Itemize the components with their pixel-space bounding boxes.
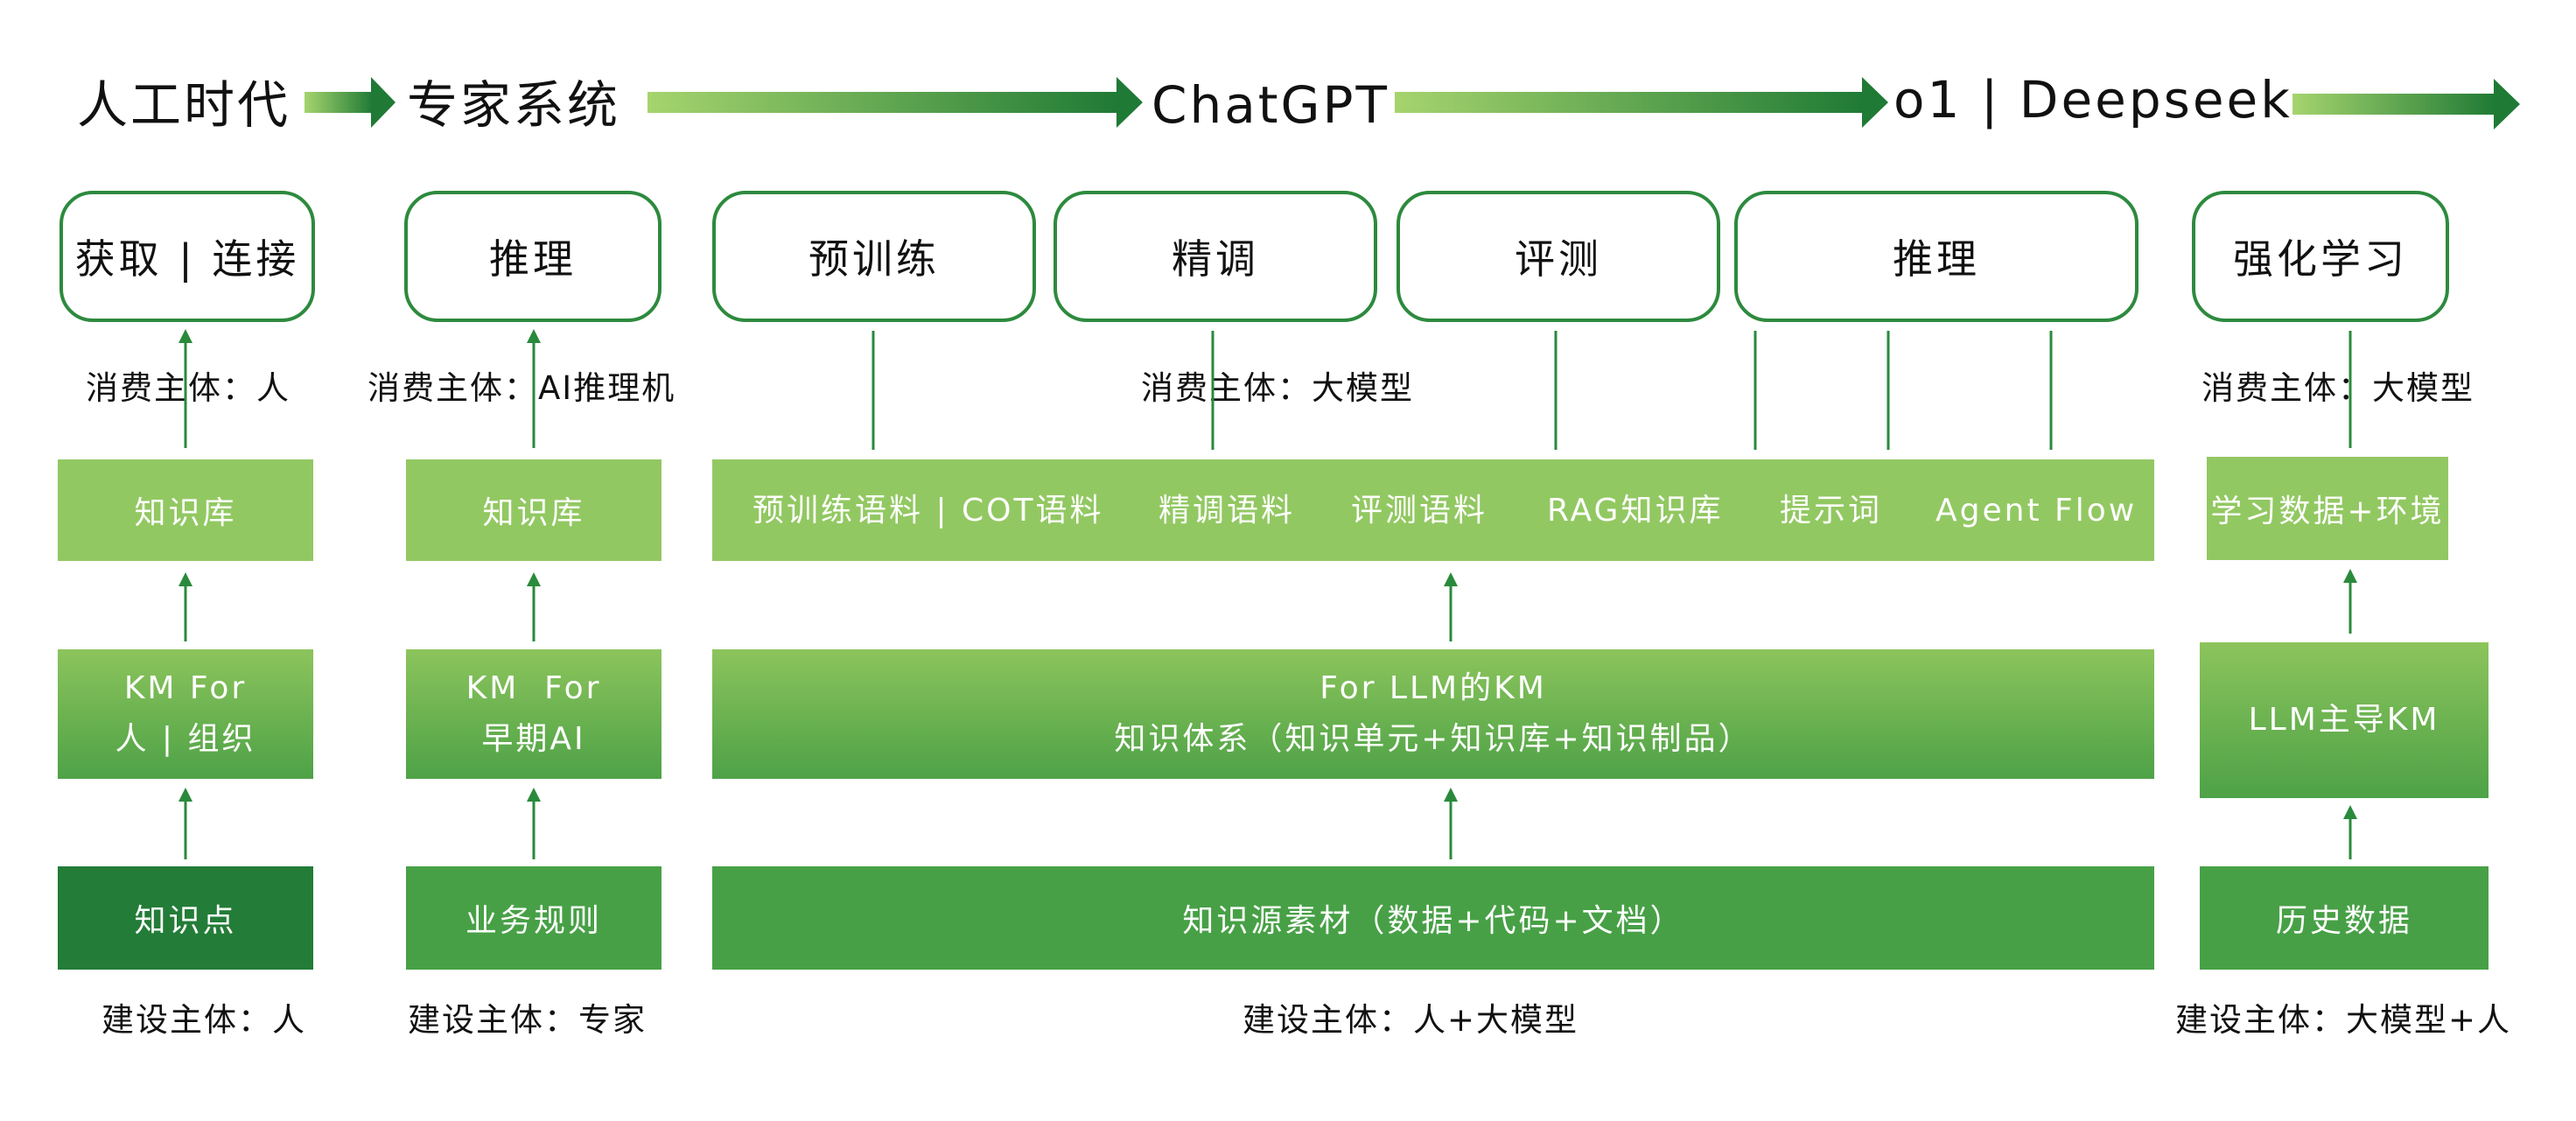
knowledge-points: 知识点 — [58, 866, 313, 970]
historical-data: 历史数据 — [2200, 866, 2488, 970]
stage-expert-reasoning: 推理 — [404, 191, 662, 322]
consumer-llm: 消费主体：大模型 — [1141, 369, 1414, 407]
timeline-arrow-4 — [2292, 79, 2520, 130]
arrowhead-manual-mid — [178, 572, 192, 586]
arrowhead-llm-mid — [1444, 572, 1458, 586]
consumer-expert: 消费主体：AI推理机 — [368, 369, 676, 407]
km-for-llm: For LLM的KM 知识体系（知识单元+知识库+知识制品） — [712, 649, 2154, 779]
km-llm-line2: 知识体系（知识单元+知识库+知识制品） — [1114, 721, 1753, 757]
arrowhead-llm-low — [1444, 788, 1458, 802]
consumer-manual: 消费主体：人 — [86, 369, 290, 407]
stage-evaluate: 评测 — [1396, 191, 1720, 322]
llm-item-finetune-corpus: 精调语料 — [1158, 493, 1296, 529]
stage-finetune: 精调 — [1054, 191, 1377, 322]
era-manual: 人工时代 — [77, 75, 291, 135]
llm-item-prompts: 提示词 — [1780, 493, 1883, 529]
timeline-arrow-2 — [648, 77, 1143, 128]
llm-led-km: LLM主导KM — [2200, 642, 2488, 798]
era-expert-system: 专家系统 — [407, 75, 621, 135]
llm-item-agent-flow: Agent Flow — [1936, 493, 2138, 529]
timeline-arrow-3 — [1395, 77, 1888, 128]
km-expert-line1: KM For — [466, 670, 602, 706]
timeline-arrow-1 — [304, 77, 396, 128]
km-manual-line2: 人 | 组织 — [115, 721, 256, 757]
stage-reinforcement-learning: 强化学习 — [2192, 191, 2449, 322]
arrowhead-expert-mid — [527, 572, 541, 586]
llm-item-eval-corpus: 评测语料 — [1351, 493, 1488, 529]
km-for-early-ai: KM For 早期AI — [406, 649, 662, 779]
stage-acquire-connect: 获取 | 连接 — [60, 191, 315, 322]
arrowhead-manual-low — [178, 788, 192, 802]
knowledge-base-expert: 知识库 — [406, 459, 662, 561]
km-expert-line2: 早期AI — [481, 721, 586, 757]
era-chatgpt: ChatGPT — [1152, 75, 1390, 135]
era-o1-deepseek: o1 | Deepseek — [1894, 70, 2292, 130]
km-for-people-org: KM For 人 | 组织 — [58, 649, 313, 779]
llm-item-rag-kb: RAG知识库 — [1547, 493, 1724, 529]
timeline-arrows — [304, 77, 2520, 130]
builder-expert: 建设主体：专家 — [408, 1001, 647, 1039]
knowledge-layer-llm — [712, 459, 2154, 561]
arrowhead-expert-low — [527, 788, 541, 802]
consumer-rl: 消费主体：大模型 — [2202, 369, 2474, 407]
builder-llm: 建设主体：人+大模型 — [1242, 1001, 1579, 1039]
km-manual-line1: KM For — [123, 670, 248, 706]
arrowhead-rl-mid — [2343, 569, 2357, 583]
km-llm-line1: For LLM的KM — [1320, 670, 1547, 706]
business-rules: 业务规则 — [406, 866, 662, 970]
stage-llm-reasoning: 推理 — [1734, 191, 2138, 322]
builder-rl: 建设主体：大模型+人 — [2175, 1001, 2512, 1039]
knowledge-source-materials: 知识源素材（数据+代码+文档） — [712, 866, 2154, 970]
knowledge-base-manual: 知识库 — [58, 459, 313, 561]
arrowhead-expert-top — [527, 329, 541, 343]
arrowhead-manual-top — [178, 329, 192, 343]
learning-data-env: 学习数据+环境 — [2207, 457, 2448, 560]
stage-pretrain: 预训练 — [712, 191, 1036, 322]
llm-item-pretrain-cot-corpus: 预训练语料 | COT语料 — [752, 493, 1104, 529]
builder-manual: 建设主体：人 — [102, 1001, 306, 1039]
arrowhead-rl-low — [2343, 805, 2357, 819]
